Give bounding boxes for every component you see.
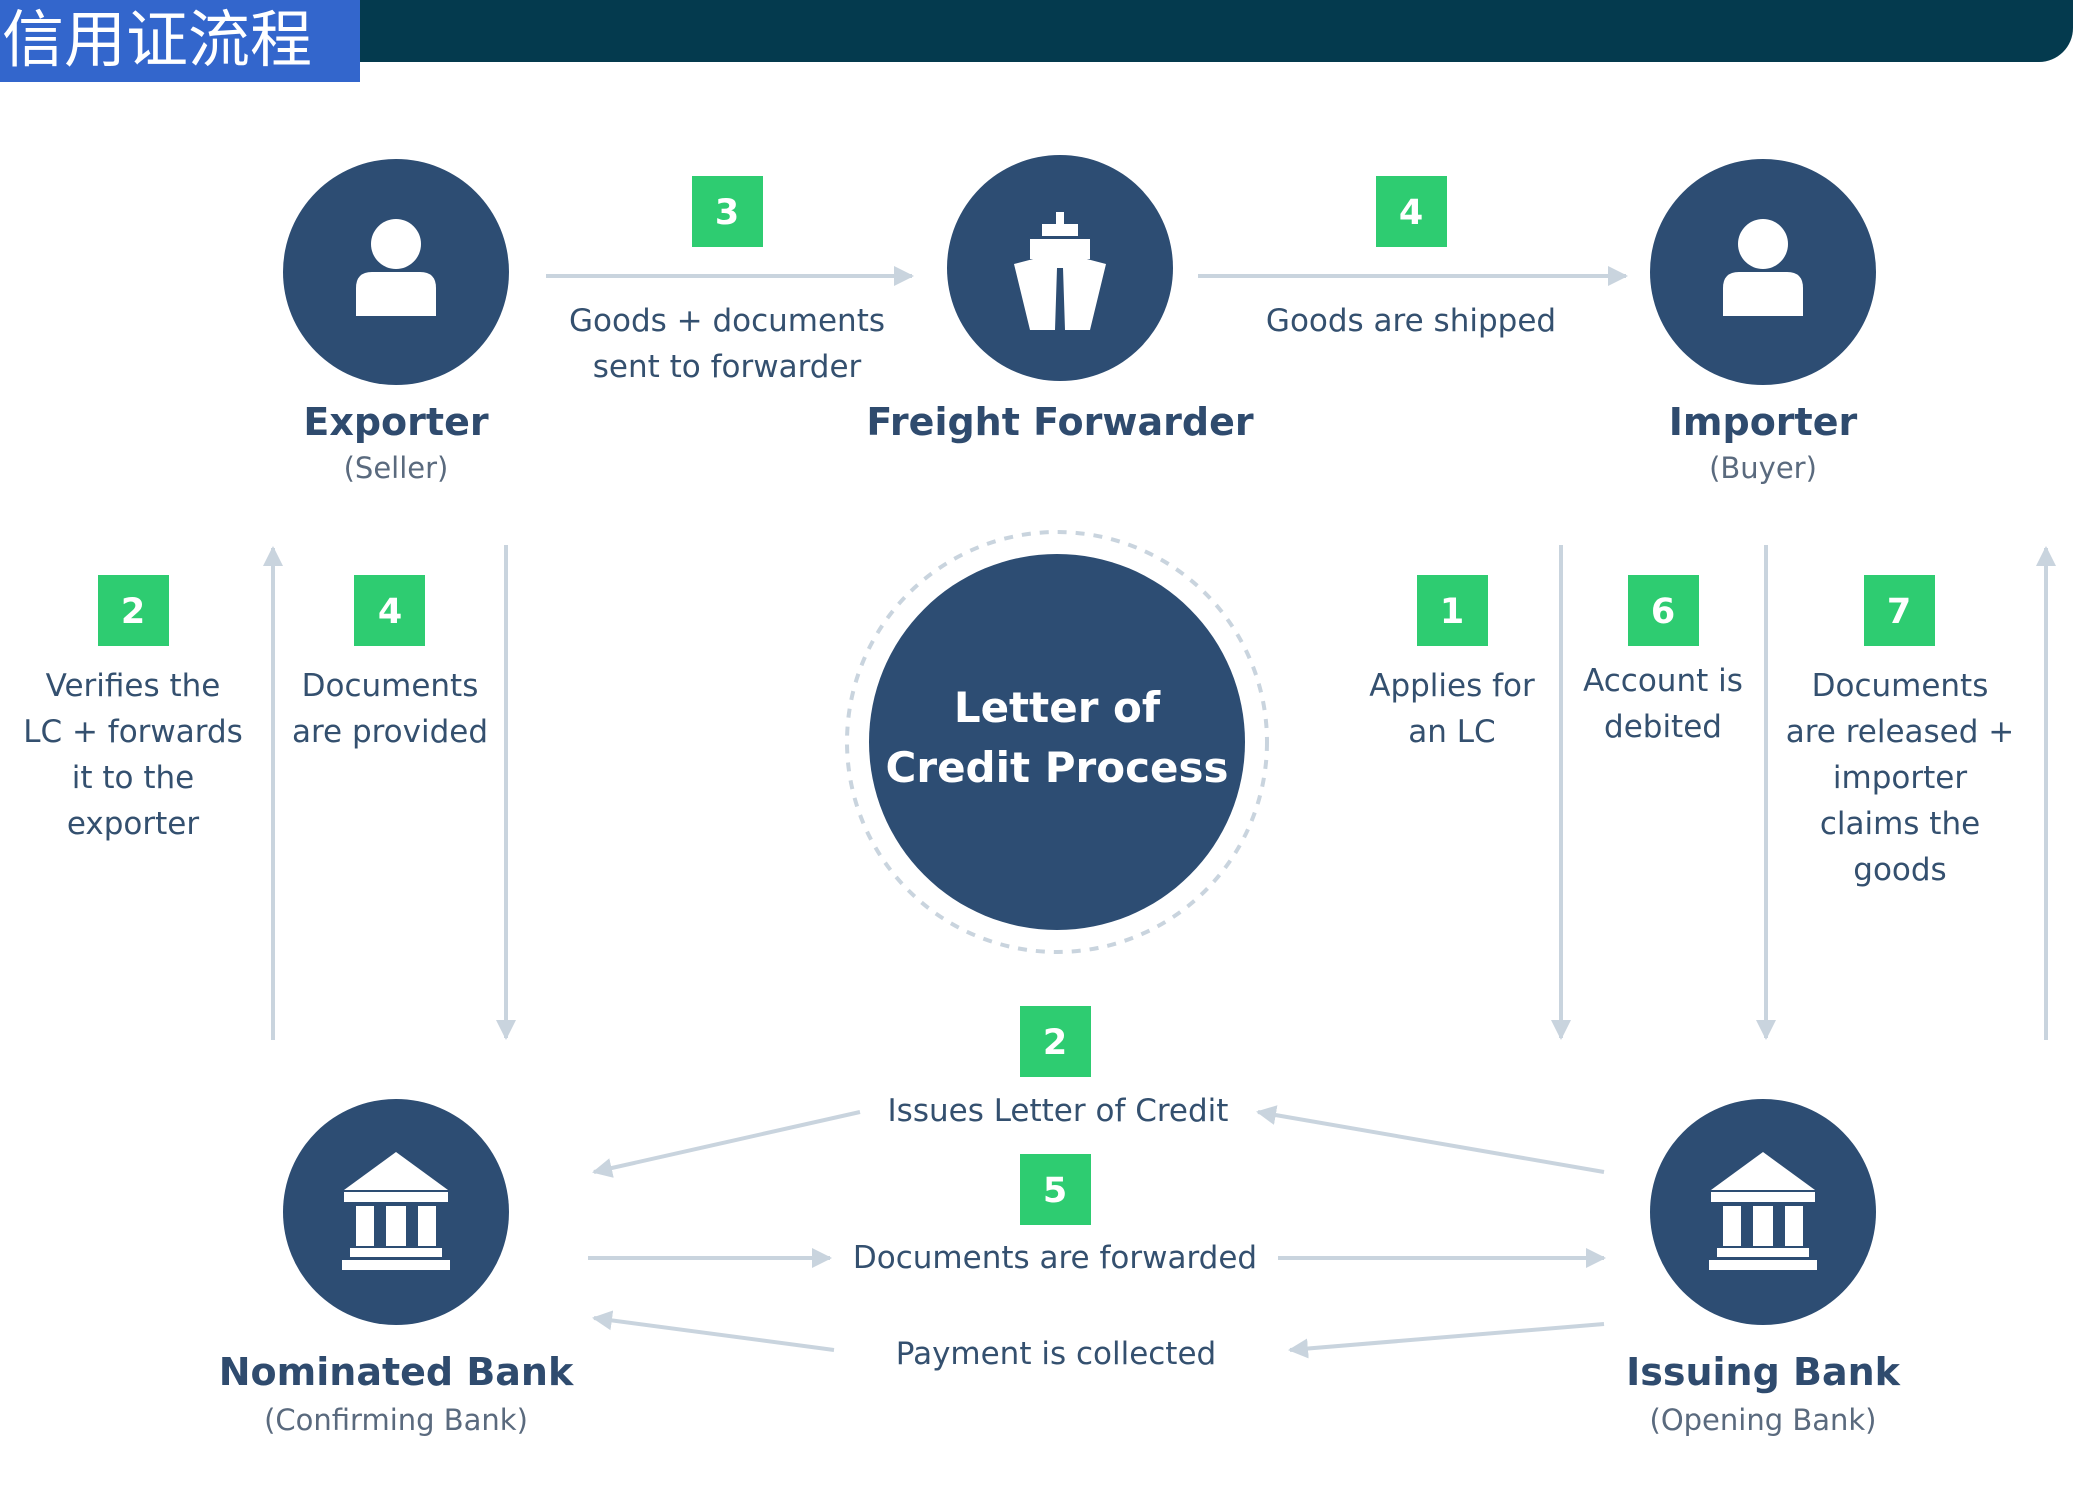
step-goods-docs: 3 Goods + documents sent to forwarder [569,176,885,385]
step-label: exporter [67,806,199,842]
center-title-line2: Credit Process [886,743,1229,792]
step-label: Account is [1583,663,1743,699]
step-debited: 6 Account is debited [1583,575,1743,745]
step-number: 7 [1887,592,1911,632]
step-applies: 1 Applies for an LC [1369,575,1535,750]
step-number: 2 [1043,1023,1067,1063]
step-number: 4 [1399,193,1423,233]
arrow-payment-right [1288,1322,1605,1359]
step-label: Documents [1812,668,1989,704]
step-label: Goods + documents [569,303,885,339]
step-label: goods [1853,852,1946,888]
step-docs-provided: 4 Documents are provided [292,575,488,750]
importer-name: Importer [1669,400,1858,444]
arrow-payment-left [592,1310,835,1352]
exporter-role: (Seller) [344,451,449,485]
issuing-bank-name: Issuing Bank [1626,1350,1901,1394]
importer-node: Importer (Buyer) [1650,159,1876,485]
arrow-issue-lc-left [592,1110,861,1178]
step-label: an LC [1408,714,1495,750]
step-label: are released + [1786,714,2015,750]
nominated-bank-name: Nominated Bank [219,1350,574,1394]
step-label: Goods are shipped [1266,303,1556,339]
step-shipped: 4 Goods are shipped [1266,176,1556,339]
step-label: Documents are forwarded [853,1240,1257,1276]
step-released: 7 Documents are released + importer clai… [1786,575,2015,888]
step-label: debited [1604,709,1722,745]
step-label: Payment is collected [896,1336,1216,1372]
step-verifies: 2 Verifies the LC + forwards it to the e… [23,575,243,842]
issuing-bank-role: (Opening Bank) [1650,1403,1877,1437]
step-number: 1 [1440,592,1464,632]
step-number: 2 [121,592,145,632]
issuing-bank-node: Issuing Bank (Opening Bank) [1626,1099,1901,1437]
forwarder-name: Freight Forwarder [866,400,1253,444]
step-number: 4 [378,592,402,632]
step-label: LC + forwards [23,714,243,750]
forwarder-node: Freight Forwarder [866,155,1254,444]
step-number: 5 [1043,1171,1067,1211]
nominated-bank-role: (Confirming Bank) [264,1403,528,1437]
step-payment: Payment is collected [896,1336,1216,1372]
center-title-line1: Letter of [954,683,1161,732]
step-label: Documents [302,668,479,704]
center-node: Letter of Credit Process [845,530,1269,954]
step-label: sent to forwarder [593,349,862,385]
step-label: Issues Letter of Credit [888,1093,1229,1129]
step-docs-forwarded: 5 Documents are forwarded [853,1154,1257,1276]
step-number: 3 [715,193,739,233]
step-number: 6 [1651,592,1675,632]
step-label: Applies for [1369,668,1535,704]
exporter-node: Exporter (Seller) [283,159,509,485]
nominated-bank-node: Nominated Bank (Confirming Bank) [219,1099,574,1437]
step-label: importer [1833,760,1967,796]
step-label: claims the [1820,806,1980,842]
page-title: 信用证流程 [0,0,360,82]
exporter-name: Exporter [303,400,488,444]
step-label: Verifies the [46,668,221,704]
importer-role: (Buyer) [1709,451,1817,485]
arrow-issue-lc-right [1256,1105,1605,1174]
step-label: it to the [72,760,194,796]
step-issues-lc: 2 Issues Letter of Credit [888,1006,1229,1129]
step-label: are provided [292,714,488,750]
arrows [263,266,2056,1359]
